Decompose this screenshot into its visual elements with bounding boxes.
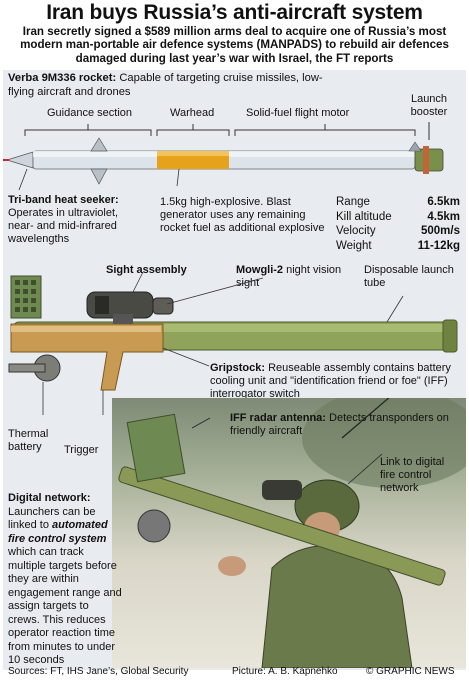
rocket-name: Verba 9M336 rocket: <box>8 72 117 84</box>
canard-top <box>90 137 108 152</box>
link-antenna <box>341 398 390 439</box>
deck-text: Iran secretly signed a $589 million arms… <box>20 25 449 65</box>
thermal-battery-label: Thermal battery <box>8 428 49 453</box>
mowgli-label: Mowgli-2 night vision sight <box>236 264 342 289</box>
spec-row: Range 6.5km <box>336 196 460 208</box>
soldier-illustration <box>118 398 466 668</box>
picture-credit: Picture: A. B. Kapnehko <box>232 666 338 677</box>
graphic-news-credit: © GRAPHIC NEWS <box>366 666 455 677</box>
launcher-diagram <box>8 271 458 415</box>
seeker-block: Tri-band heat seeker: Operates in ultrav… <box>8 194 138 246</box>
digital-title: Digital network: <box>8 492 91 504</box>
label-guidance: Guidance section <box>47 107 132 119</box>
label-motor: Solid-fuel flight motor <box>246 107 350 119</box>
link-label: Link to digital fire control network <box>380 456 445 494</box>
iff-antenna <box>10 275 42 319</box>
launch-tube-label: Disposable launch tube <box>364 264 454 289</box>
spec-row: Velocity 500m/s <box>336 225 460 237</box>
seeker-title: Tri-band heat seeker: <box>8 194 119 206</box>
rocket-caption: Capable of targeting cruise missiles, lo… <box>8 72 323 98</box>
gripstock-label: Gripstock: Reuseable assembly contains b… <box>210 362 451 400</box>
digital-network-block: Digital network: Launchers can be linked… <box>8 492 122 666</box>
digital-emphasis: automated fire control system <box>8 519 108 545</box>
canard-bottom <box>90 168 108 185</box>
iff-label: IFF radar antenna: Detects transponders … <box>230 412 449 437</box>
headline: Iran buys Russia’s anti-aircraft system <box>46 1 423 24</box>
spec-row: Kill altitude 4.5km <box>336 210 460 223</box>
seeker-text: Operates in ultraviolet, near- and mid-i… <box>8 207 119 245</box>
rocket-description: Verba 9M336 rocket: Capable of targeting… <box>8 72 338 99</box>
label-warhead: Warhead <box>170 107 215 119</box>
rocket-nose <box>5 151 34 169</box>
spec-row: Weight 11-12kg <box>336 239 460 252</box>
soldier-hand <box>218 556 246 576</box>
specs-table: Range 6.5km Kill altitude 4.5km Velocity… <box>336 195 460 253</box>
night-vision-sight <box>86 291 174 324</box>
section-brackets <box>24 122 430 140</box>
sight-assembly-label: Sight assembly <box>106 264 187 276</box>
held-launcher <box>118 466 446 586</box>
tube-end-cap <box>442 319 458 353</box>
sources-line: Sources: FT, IHS Jane’s, Global Security <box>8 666 189 677</box>
trigger-label: Trigger <box>64 444 99 456</box>
held-iff-antenna <box>126 413 186 483</box>
gripstock <box>10 323 164 391</box>
rocket-diagram <box>3 122 444 191</box>
label-booster: Launch booster <box>410 93 448 118</box>
warhead-text: 1.5kg high-explosive. Blast generator us… <box>160 196 325 234</box>
